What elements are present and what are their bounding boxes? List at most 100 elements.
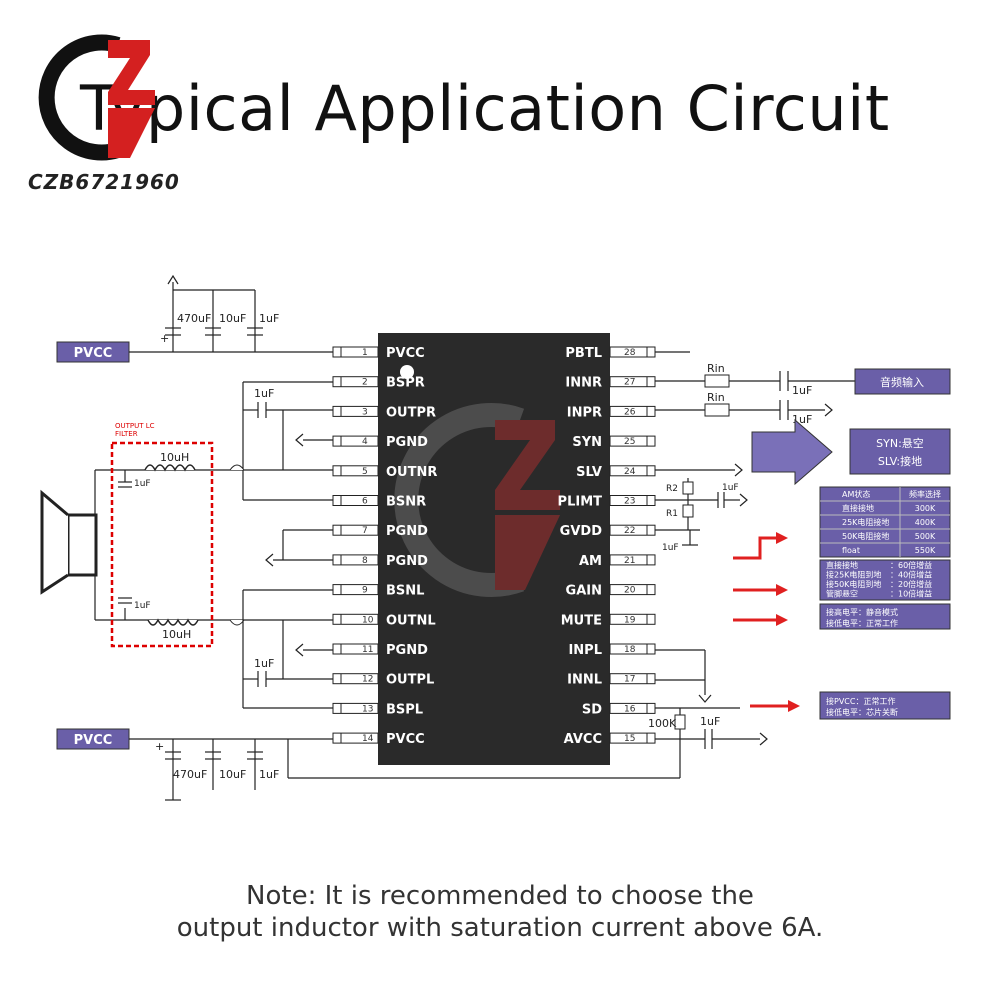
right-pin-number: 15 [624,734,635,744]
am-table-cell: AM状态 [842,489,870,499]
left-pin-3: 3 OUTPR [332,405,436,420]
gain-table-cell: ：40倍增益 [890,570,932,580]
right-pin-name: PBTL [565,346,602,361]
inductor-top-label: 10uH [160,451,189,464]
right-pin-name: PLIMT [558,495,603,510]
logo-mark [38,34,155,161]
right-pin-name: INNR [565,376,602,391]
right-pin-number: 22 [624,526,635,536]
right-pin-23: 23 PLIMT [558,495,656,510]
right-pin-number: 25 [624,437,635,447]
sd-line2: 接低电平：芯片关断 [826,707,898,717]
pin1-marker [400,365,414,379]
cap-10-bottom: 10uF [219,768,246,781]
cap-gvdd: 1uF [662,543,679,553]
left-pin-number: 4 [362,437,368,447]
left-pin-name: BSPL [386,702,423,717]
filter-label-2: FILTER [115,430,138,438]
left-pin-name: PGND [386,554,428,569]
left-pin-number: 13 [362,704,373,714]
plus-sign-top: + [160,332,169,345]
note-line-1: Note: It is recommended to choose the [246,881,754,911]
right-pin-21: 21 AM [579,554,656,569]
gain-table: 直接接地：60倍增益接25K电阻到地：40倍增益接50K电阻到地：20倍增益管脚… [819,559,951,601]
r1-label: R1 [666,509,678,519]
cap-470-top: 470uF [177,312,211,325]
syn-box [849,428,951,475]
am-table-cell: 25K电阻接地 [842,517,889,527]
right-pin-number: 18 [624,645,636,655]
left-pin-number: 6 [362,497,368,507]
left-pin-11: 11 PGND [332,643,428,658]
left-pin-number: 12 [362,675,373,685]
right-pin-name: GVDD [560,524,603,539]
left-pin-13: 13 BSPL [332,702,423,717]
left-pin-name: PGND [386,643,428,658]
right-pin-number: 20 [624,586,636,596]
right-pin-number: 17 [624,675,635,685]
audio-input-label: 音频输入 [880,375,924,389]
right-pin-24: 24 SLV [576,465,656,480]
left-pin-number: 10 [362,615,374,625]
left-pin-name: PGND [386,435,428,450]
right-pin-number: 28 [624,348,636,358]
right-pins: 28PBTL27INNR26INPR25SYN24SLV23PLIMT22GVD… [558,346,656,747]
syn-arrow [751,418,833,486]
left-pin-number: 2 [362,378,368,388]
left-pin-name: BSNL [386,584,424,599]
gain-table-cell: 接50K电阻到地 [826,579,881,589]
cap-plimt: 1uF [722,483,739,493]
mute-line2: 接低电平：正常工作 [826,618,898,628]
rin1-label: Rin [707,362,725,375]
filter-cap-top: 1uF [134,479,151,489]
right-pin-number: 16 [624,704,636,714]
r2-label: R2 [666,484,678,494]
left-pin-name: OUTNL [386,613,436,628]
rin2-label: Rin [707,391,725,404]
left-pin-number: 11 [362,645,373,655]
cap-10-top: 10uF [219,312,246,325]
left-pin-name: OUTPR [386,405,436,420]
am-table-cell: 550K [915,546,936,555]
left-pin-4: 4 PGND [332,435,428,450]
right-pin-name: AM [579,554,602,569]
right-pin-name: SLV [576,465,602,480]
am-table-cell: 直接接地 [842,503,874,513]
right-pin-number: 24 [624,467,636,477]
am-table-cell: 400K [915,518,936,527]
chip-watermark [394,403,560,597]
left-pin-name: BSPR [386,376,425,391]
left-pin-2: 2 BSPR [332,376,425,391]
left-pin-number: 3 [362,407,368,417]
left-pin-name: PGND [386,524,428,539]
r100k-label: 100K [648,717,677,730]
red-arrows [733,532,800,712]
ic-body [378,333,610,765]
right-pin-number: 21 [624,556,635,566]
filter-label-1: OUTPUT LC [115,422,155,430]
cap-bsr: 1uF [254,387,274,400]
right-pin-number: 26 [624,407,636,417]
right-pin-number: 23 [624,497,635,507]
audio-input-box [854,368,951,395]
cap-avcc: 1uF [700,715,720,728]
left-pin-name: BSNR [386,495,426,510]
syn-line2: SLV:接地 [878,455,922,468]
left-pin-number: 5 [362,467,368,477]
gain-table-cell: ：60倍增益 [890,560,932,570]
left-pin-name: PVCC [386,732,425,747]
right-pin-number: 19 [624,615,636,625]
am-table-cell: 频率选择 [909,489,941,499]
left-pin-10: 10 OUTNL [332,613,436,628]
